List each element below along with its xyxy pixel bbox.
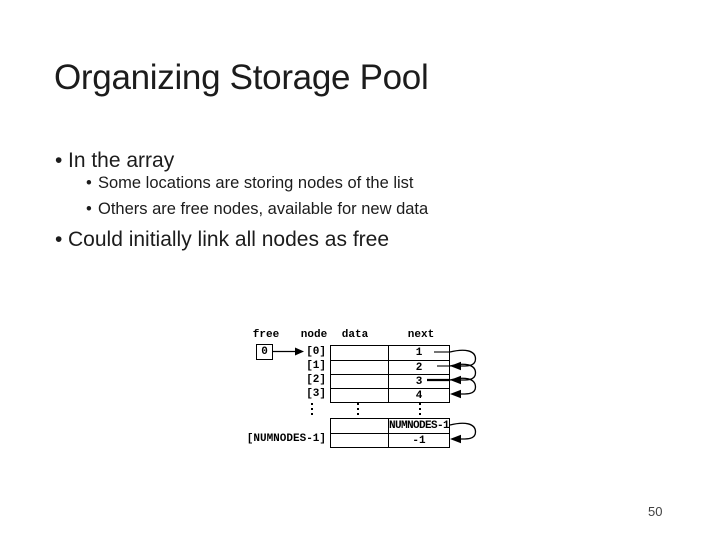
sub-bullet-others-free: • Others are free nodes, available for n… (86, 201, 428, 218)
data-cell (331, 389, 389, 402)
bullet-dot: • (86, 174, 92, 192)
table-row: NUMNODES-1 (331, 419, 450, 433)
bullet-could-link: • Could initially link all nodes as free (55, 229, 389, 250)
table-row: 2 (331, 360, 449, 374)
ellipsis-data-column (357, 403, 359, 418)
ellipsis-next-column (419, 403, 421, 418)
data-cell (331, 346, 389, 360)
table-row: -1 (331, 433, 449, 447)
header-node: node (300, 329, 328, 341)
pool-table-lower: NUMNODES-1 -1 (330, 418, 450, 448)
data-cell (331, 375, 389, 388)
node-index-0: [0] (306, 346, 326, 358)
next-cell: 2 (415, 362, 423, 374)
pool-table-upper: 1 2 3 4 (330, 345, 450, 403)
table-row: 4 (331, 388, 449, 402)
sub-bullet-some-locations: • Some locations are storing nodes of th… (86, 175, 414, 192)
bullet-dot: • (55, 228, 63, 251)
bullet-text: Some locations are storing nodes of the … (98, 174, 414, 192)
bullet-text: In the array (68, 149, 175, 172)
bullet-in-the-array: • In the array (55, 150, 174, 171)
next-cell: 1 (415, 347, 423, 359)
bullet-dot: • (55, 149, 63, 172)
slide-title: Organizing Storage Pool (54, 58, 429, 97)
node-index-numnodes-1: [NUMNODES-1] (246, 433, 326, 445)
link-loop-arrowheads (450, 361, 461, 444)
link-loop-arrows (449, 349, 477, 440)
free-pointer-box: 0 (256, 344, 273, 360)
node-index-3: [3] (306, 388, 326, 400)
ellipsis-node-column (311, 403, 313, 418)
header-next: next (407, 329, 435, 341)
header-free: free (252, 329, 280, 341)
table-row: 1 (331, 346, 449, 360)
data-cell (331, 361, 389, 374)
bullet-text: Others are free nodes, available for new… (98, 200, 429, 218)
bullet-dot: • (86, 200, 92, 218)
table-row: 3 (331, 374, 449, 388)
page-number: 50 (648, 504, 663, 519)
next-cell: -1 (412, 435, 426, 447)
node-index-2: [2] (306, 374, 326, 386)
data-cell (331, 419, 389, 433)
header-data: data (341, 329, 369, 341)
next-cell: NUMNODES-1 (389, 420, 450, 432)
data-cell (331, 434, 389, 447)
node-index-1: [1] (306, 360, 326, 372)
bullet-text: Could initially link all nodes as free (68, 228, 389, 251)
next-cell: 3 (415, 376, 423, 388)
next-cell: 4 (415, 390, 423, 402)
